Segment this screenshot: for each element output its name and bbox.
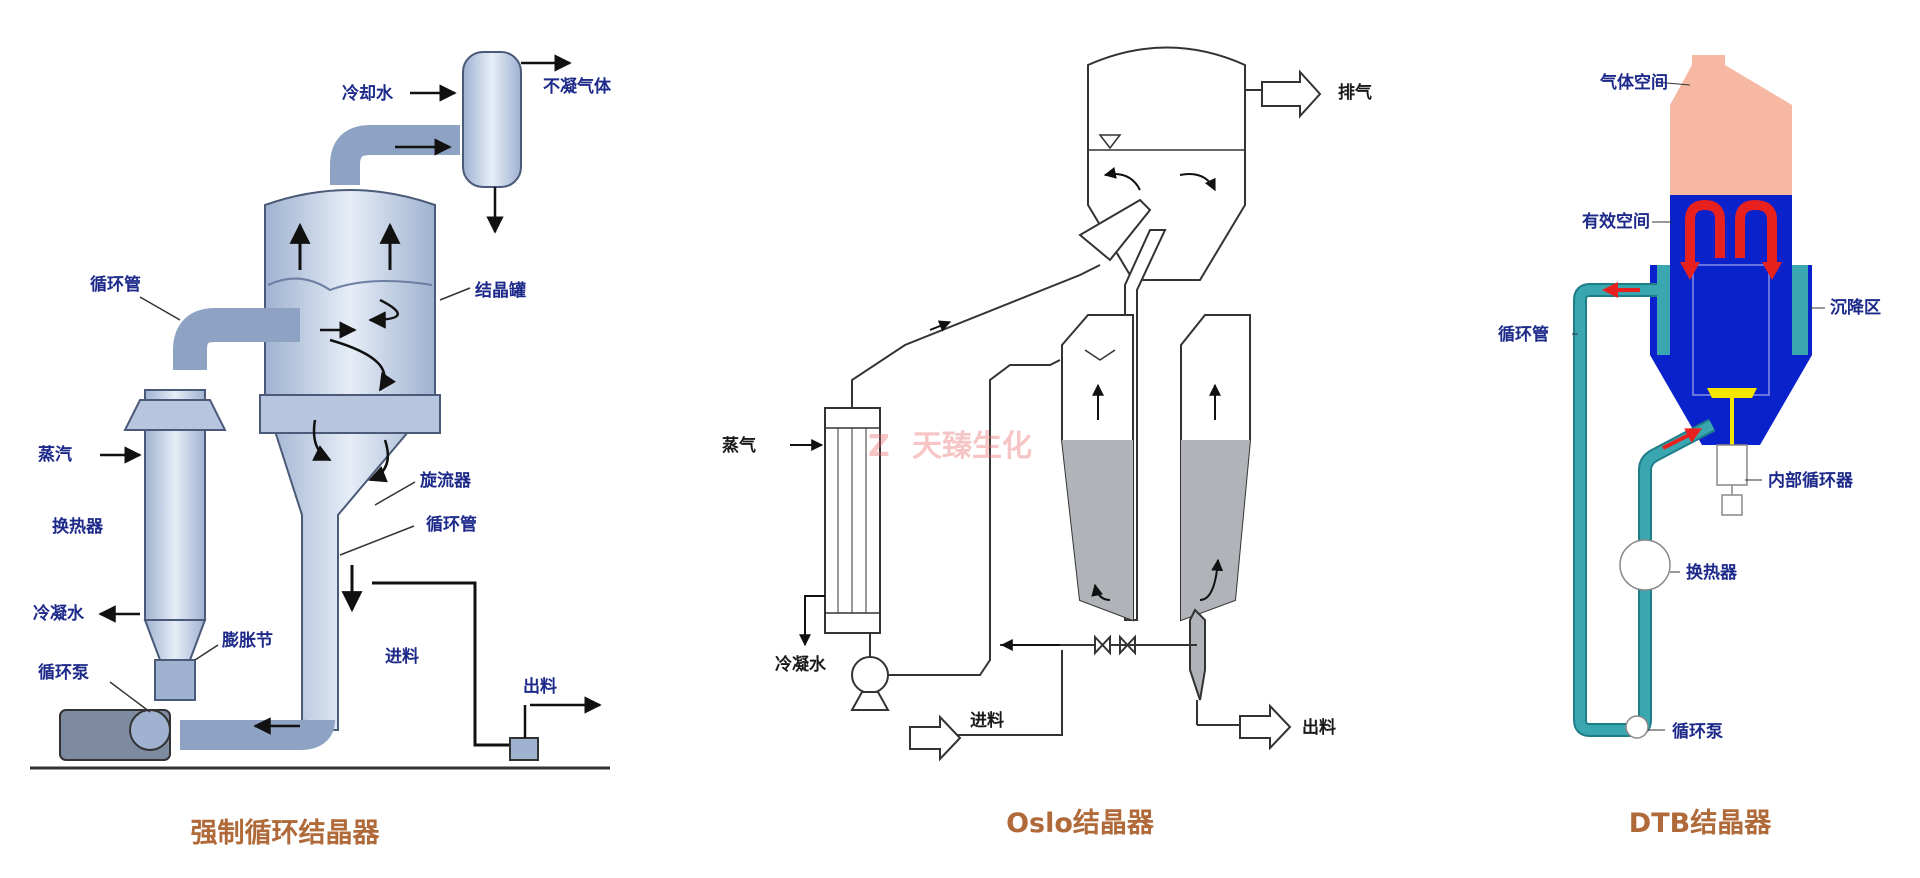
label-internal-circulator: 内部循环器 xyxy=(1768,470,1854,491)
label-expansion-joint: 膨胀节 xyxy=(222,630,273,651)
forced-circulation-crystallizer-diagram: 冷却水 不凝气体 循环管 结晶罐 蒸汽 换热器 旋流器 循环管 冷凝水 膨胀节 … xyxy=(30,51,612,849)
label-condensate-water-oslo: 冷凝水 xyxy=(775,654,827,675)
label-circulation-pump: 循环泵 xyxy=(38,662,89,683)
label-gas-space: 气体空间 xyxy=(1599,72,1668,93)
dtb-heat-exchanger xyxy=(1619,539,1671,591)
label-feed: 进料 xyxy=(385,646,419,667)
oslo-crystallizer-diagram: 排气 蒸气 冷凝水 进料 出料 Oslo结晶器 xyxy=(722,46,1372,839)
label-effective-space: 有效空间 xyxy=(1582,211,1650,232)
label-cyclone: 旋流器 xyxy=(419,470,472,491)
label-heat-exchanger: 换热器 xyxy=(52,516,104,537)
label-noncondensable-gas: 不凝气体 xyxy=(543,76,612,97)
watermark-text: 天臻生化 xyxy=(912,429,1032,464)
label-steam-oslo: 蒸气 xyxy=(722,435,756,456)
circulation-pipe-top xyxy=(173,308,300,370)
label-circulation-pump-dtb: 循环泵 xyxy=(1672,721,1723,742)
vapour-pipe xyxy=(330,125,460,185)
label-settling-zone: 沉降区 xyxy=(1830,297,1881,318)
watermark-logo: Z xyxy=(868,429,890,464)
caption-dtb: DTB结晶器 xyxy=(1629,808,1772,839)
bottom-return-pipe xyxy=(180,718,335,750)
dtb-gas-space xyxy=(1670,55,1792,195)
label-condensate-water: 冷凝水 xyxy=(33,603,85,624)
dtb-crystallizer-diagram: 气体空间 有效空间 沉降区 循环管 内部循环器 换热器 循环泵 DTB结晶器 xyxy=(1498,55,1881,839)
feed-arrow xyxy=(909,714,962,762)
label-feed-oslo: 进料 xyxy=(970,710,1004,731)
label-circulation-pipe-right: 循环管 xyxy=(426,514,477,535)
caption-forced-circulation: 强制循环结晶器 xyxy=(191,818,381,849)
label-steam: 蒸汽 xyxy=(38,444,72,465)
dtb-settling-zone xyxy=(1657,265,1670,355)
feed-line xyxy=(372,581,510,747)
label-cooling-water: 冷却水 xyxy=(342,83,394,104)
label-circulation-pipe-top: 循环管 xyxy=(90,274,141,295)
exhaust-arrow xyxy=(1261,69,1322,119)
dtb-circulation-pump xyxy=(1625,715,1649,739)
label-heat-exchanger-dtb: 换热器 xyxy=(1686,562,1738,583)
label-discharge-oslo: 出料 xyxy=(1302,717,1336,738)
label-exhaust: 排气 xyxy=(1338,82,1372,103)
oslo-circulation-pump xyxy=(851,656,889,694)
caption-oslo: Oslo结晶器 xyxy=(1006,808,1155,839)
label-circulation-pipe-dtb: 循环管 xyxy=(1498,324,1549,345)
label-discharge: 出料 xyxy=(523,676,557,697)
watermark: Z 天臻生化 xyxy=(868,429,1032,464)
label-crystallizer-tank: 结晶罐 xyxy=(475,280,526,301)
discharge-arrow xyxy=(1239,703,1292,751)
condenser-vessel xyxy=(462,51,522,188)
